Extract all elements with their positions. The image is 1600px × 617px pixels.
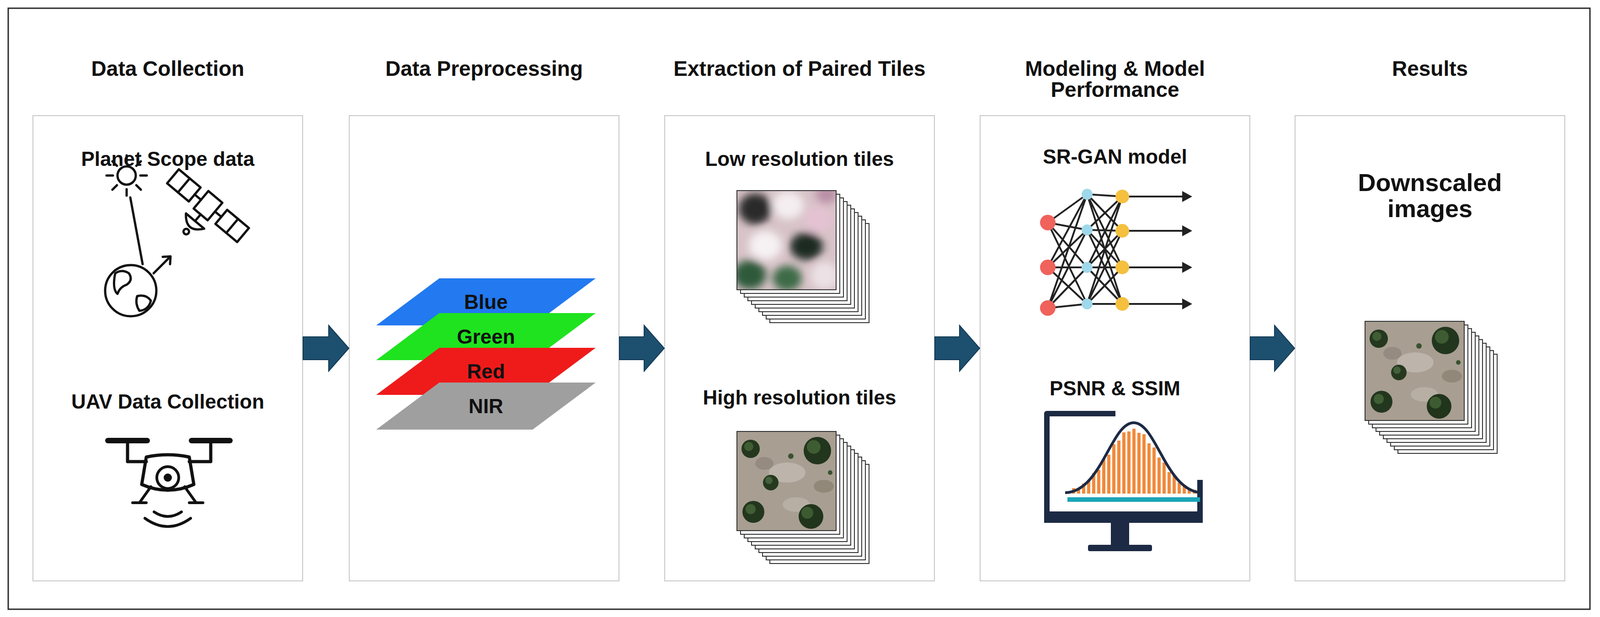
stage-heading: Modeling & Model Performance <box>979 58 1251 101</box>
band-label: NIR <box>376 382 596 430</box>
drone-body <box>141 454 194 491</box>
camera-lens <box>163 473 172 482</box>
network-links <box>1047 194 1184 309</box>
signal-waves <box>144 512 191 527</box>
output-neuron <box>1115 189 1130 204</box>
band-shape: NIR <box>376 382 596 430</box>
output-neuron <box>1115 297 1130 311</box>
output-arrowheads <box>1182 191 1193 310</box>
neural-network-icon <box>1040 188 1193 316</box>
bell-curve <box>1065 422 1203 493</box>
earth-globe <box>105 265 157 317</box>
flow-arrow <box>1250 325 1295 372</box>
model-label: SR-GAN model <box>979 146 1251 167</box>
stage-panel: ResultsDownscaled images <box>1294 115 1566 582</box>
satellite-body <box>149 167 251 264</box>
hidden-neuron <box>1081 224 1093 236</box>
drone-icon <box>105 437 233 527</box>
sun-disc <box>117 166 136 185</box>
monitor-bezel <box>1044 512 1203 523</box>
drone-camera <box>156 466 179 489</box>
metric-label: PSNR & SSIM <box>979 378 1251 399</box>
histogram-baseline <box>1067 497 1200 502</box>
monitor-icon <box>1044 413 1203 552</box>
input-neuron <box>1040 300 1056 316</box>
source-label: Planet Scope data <box>32 149 304 170</box>
high-res-stack <box>736 431 870 564</box>
monitor-neck <box>1110 522 1130 546</box>
high-res-image <box>736 431 837 531</box>
sunlight-ray <box>130 197 143 265</box>
downscaled-image <box>1365 321 1465 421</box>
input-neuron <box>1040 259 1056 276</box>
stage-heading: Extraction of Paired Tiles <box>664 58 935 80</box>
output-neuron <box>1115 260 1130 275</box>
outer-border <box>8 8 1590 610</box>
earth-continent <box>136 295 151 311</box>
signal-arrowhead <box>162 256 171 265</box>
output-neuron <box>1115 224 1130 238</box>
stage-panel: Modeling & Model PerformanceSR-GAN model… <box>979 115 1251 582</box>
panel-struts <box>171 178 239 241</box>
drone-arms <box>127 443 211 462</box>
hidden-neuron <box>1081 261 1093 273</box>
histogram-bars <box>1072 428 1196 494</box>
landing-legs <box>132 486 203 503</box>
band-fill <box>376 382 596 430</box>
tile-border <box>736 190 837 290</box>
source-label: UAV Data Collection <box>32 391 304 412</box>
signal-arrow <box>153 256 171 274</box>
stage-panel: Data PreprocessingBlueGreenRedNIR <box>348 115 620 582</box>
tile-border <box>1365 321 1465 421</box>
tile-border <box>736 431 837 531</box>
stage-heading: Data Collection <box>32 58 304 80</box>
dish-feed <box>182 227 191 236</box>
low-res-image <box>733 185 839 292</box>
stage-panel: Data CollectionPlanet Scope dataUAV Data… <box>32 115 304 582</box>
result-stack <box>1365 321 1498 454</box>
monitor-base <box>1088 544 1152 552</box>
tile-label: Low resolution tiles <box>664 149 935 170</box>
flow-arrow <box>934 325 980 372</box>
stage-panel: Extraction of Paired TilesLow resolution… <box>664 115 935 582</box>
earth-continent <box>113 271 131 294</box>
flow-arrow <box>619 325 665 372</box>
hidden-neuron <box>1081 188 1093 200</box>
hidden-neuron <box>1081 298 1093 310</box>
low-res-stack <box>733 185 870 323</box>
stage-heading: Data Preprocessing <box>348 58 620 80</box>
result-label: Downscaled images <box>1333 169 1526 222</box>
satellite-icon <box>105 155 251 317</box>
tile-label: High resolution tiles <box>664 387 935 408</box>
input-neuron <box>1040 214 1056 231</box>
stage-heading: Results <box>1294 58 1566 80</box>
flow-arrow <box>303 325 349 372</box>
